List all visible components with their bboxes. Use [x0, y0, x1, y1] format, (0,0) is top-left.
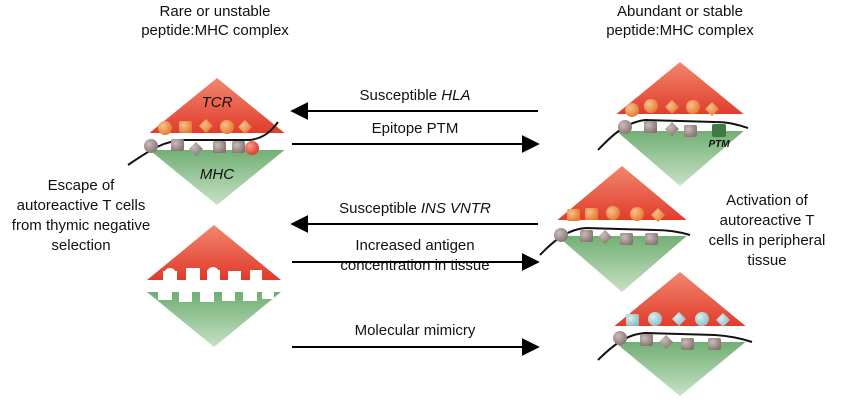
anchor-residue-gray — [213, 141, 226, 153]
left-heading-line1: Rare or unstable — [159, 3, 271, 20]
anchor-residue-gray — [665, 122, 679, 136]
mhc-triangle — [147, 148, 287, 205]
ins-vntr-italic: INS VNTR — [420, 200, 491, 217]
empty-groove-gap — [147, 268, 281, 302]
anchor-residue-gray — [598, 230, 612, 244]
peptide-residue-orange — [606, 206, 620, 220]
left-side-line: Escape of — [47, 177, 115, 194]
right-side-line: tissue — [747, 252, 787, 269]
peptide-backbone — [597, 118, 749, 151]
anchor-residue-gray — [580, 230, 593, 242]
right-heading: Abundant or stable peptide:MHC complex — [560, 2, 800, 40]
mhc-label: MHC — [199, 166, 235, 183]
peptide-backbone — [597, 331, 753, 361]
label-susceptible-ins-vntr: Susceptible INS VNTR — [339, 200, 491, 217]
mhc-triangle — [555, 234, 689, 292]
peptide-residue-orange — [220, 120, 234, 134]
left-heading-line2: peptide:MHC complex — [141, 22, 289, 39]
peptide-residue-orange — [158, 121, 172, 135]
hla-italic: HLA — [441, 87, 471, 104]
complex-diamond-mimicry — [597, 272, 753, 396]
tcr-label: TCR — [201, 94, 233, 111]
anchor-residue-gray — [644, 121, 657, 133]
peptide-residue-orange — [585, 208, 598, 220]
right-side-line: Activation of — [726, 192, 808, 209]
anchor-residue-gray — [189, 142, 203, 156]
mhc-triangle — [614, 129, 746, 186]
red-residue — [245, 141, 259, 155]
peptide-backbone — [127, 121, 279, 166]
complex-diamond-rare — [127, 78, 287, 205]
peptide-backbone — [539, 226, 691, 256]
tcr-triangle — [147, 78, 287, 135]
tcr-triangle — [147, 225, 281, 280]
left-side-text: Escape of autoreactive T cells from thym… — [2, 176, 160, 256]
empty-groove-diamond — [147, 225, 281, 347]
mimic-residue-blue — [716, 313, 730, 327]
left-side-line: from thymic negative — [11, 217, 151, 234]
anchor-residue-gray — [645, 233, 658, 245]
right-heading-line1: Abundant or stable — [617, 3, 743, 20]
anchor-residue-gray — [613, 331, 627, 345]
peptide-residue-orange — [567, 209, 580, 221]
right-heading-line2: peptide:MHC complex — [606, 22, 754, 39]
left-side-line: selection — [51, 237, 111, 254]
peptide-residue-orange — [651, 208, 665, 222]
antigen-line2: concentration in tissue — [340, 257, 490, 274]
peptide-residue-orange — [705, 102, 719, 116]
mimic-residue-blue — [626, 314, 639, 326]
label-susceptible-hla: Susceptible HLA — [359, 87, 471, 104]
peptide-residue-orange — [625, 103, 639, 117]
peptide-residue-orange — [686, 100, 700, 114]
anchor-residue-gray — [659, 335, 673, 349]
anchor-residue-gray — [618, 120, 632, 134]
anchor-residue-gray — [554, 228, 568, 242]
anchor-residue-gray — [171, 139, 184, 151]
label-increased-antigen: Increased antigen concentration in tissu… — [300, 236, 530, 276]
mhc-triangle — [612, 340, 748, 396]
label-molecular-mimicry: Molecular mimicry — [354, 322, 476, 339]
right-side-text: Activation of autoreactive T cells in pe… — [692, 191, 842, 271]
label-epitope-ptm: Epitope PTM — [371, 120, 459, 137]
anchor-residue-gray — [144, 139, 158, 153]
left-heading: Rare or unstable peptide:MHC complex — [100, 2, 330, 40]
ptm-residue — [712, 124, 726, 137]
peptide-residue-orange — [199, 119, 213, 133]
complex-diamond-ptm — [597, 62, 749, 186]
ptm-label: PTM — [708, 139, 730, 150]
right-side-line: autoreactive T — [719, 212, 815, 229]
anchor-residue-gray — [684, 125, 697, 137]
peptide-residue-orange — [179, 121, 192, 133]
peptide-residue-orange — [238, 120, 252, 134]
peptide-residue-orange — [630, 207, 644, 221]
anchor-residue-gray — [232, 141, 245, 153]
anchor-residue-gray — [681, 338, 694, 350]
anchor-residue-gray — [708, 338, 721, 350]
mimic-residue-blue — [695, 312, 709, 326]
tcr-triangle — [612, 272, 748, 328]
mhc-triangle — [147, 292, 281, 347]
mimic-residue-blue — [648, 312, 662, 326]
anchor-residue-gray — [620, 233, 633, 245]
complex-diamond-ins — [539, 166, 691, 292]
peptide-residue-orange — [644, 99, 658, 113]
peptide-residue-orange — [665, 100, 679, 114]
mimic-residue-blue — [672, 312, 686, 326]
antigen-line1: Increased antigen — [355, 237, 475, 254]
right-side-line: cells in peripheral — [708, 232, 826, 249]
left-side-line: autoreactive T cells — [16, 197, 146, 214]
anchor-residue-gray — [640, 334, 653, 346]
